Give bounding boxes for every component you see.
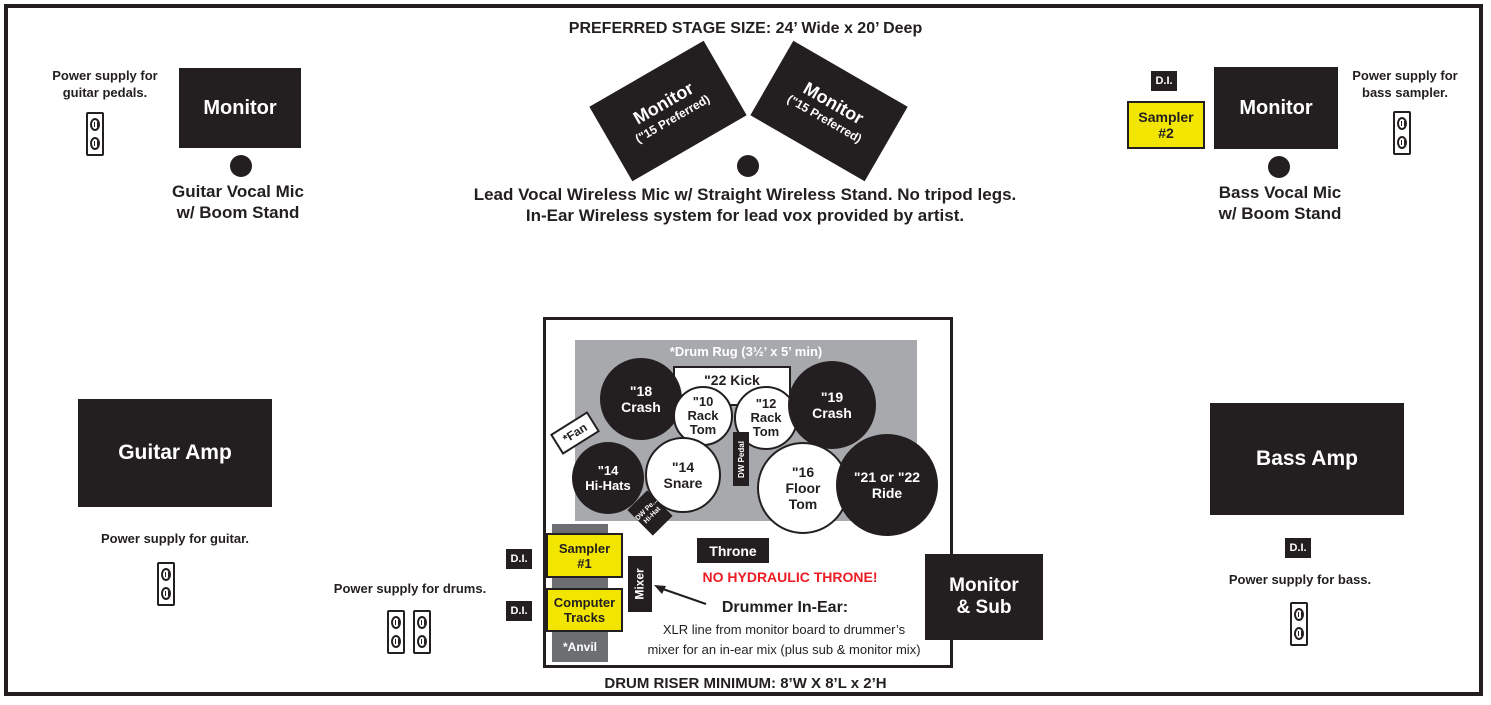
bass-amp-di: D.I. (1285, 538, 1311, 558)
bass-monitor: Monitor (1214, 67, 1338, 149)
drums-outlet-2-icon (413, 610, 431, 654)
dw-pedal-kick: DW Pedal (733, 432, 749, 486)
guitar-pedals-outlet-icon (86, 112, 104, 156)
bass-outlet-icon (1290, 602, 1308, 646)
mixer: Mixer (628, 556, 652, 612)
guitar-power-label: Power supply for guitar. (100, 531, 250, 546)
bass-sampler-di: D.I. (1151, 71, 1177, 91)
guitar-amp: Guitar Amp (78, 399, 272, 507)
stage-outline (4, 4, 1483, 696)
bass-sampler-outlet-icon (1393, 111, 1411, 155)
drummer-inear-title: Drummer In-Ear: (721, 599, 849, 616)
drum-rug-label: *Drum Rug (3½’ x 5’ min) (669, 344, 823, 359)
stage-size-title: PREFERRED STAGE SIZE: 24’ Wide x 20’ Dee… (568, 20, 923, 37)
drums-power-label: Power supply for drums. (333, 581, 487, 596)
monitor-and-sub: Monitor& Sub (925, 554, 1043, 640)
inear-arrow-icon (654, 585, 707, 605)
sampler-1: Sampler#1 (546, 533, 623, 578)
drum-riser (543, 317, 953, 668)
drummer-inear-note: XLR line from monitor board to drummer’s… (647, 622, 921, 657)
kick-drum-label: "22 Kick (704, 372, 760, 388)
guitar-monitor: Monitor (179, 68, 301, 148)
bass-vocal-mic-icon (1268, 156, 1290, 178)
lead-vocal-note: Lead Vocal Wireless Mic w/ Straight Wire… (473, 185, 1017, 225)
sampler-1-di: D.I. (506, 549, 532, 569)
throne: Throne (697, 538, 769, 563)
bass-sampler-2: Sampler#2 (1127, 101, 1205, 149)
bass-power-label: Power supply for bass. (1228, 572, 1372, 587)
bass-amp: Bass Amp (1210, 403, 1404, 515)
lead-vocal-mic-icon (737, 155, 759, 177)
computer-tracks-di: D.I. (506, 601, 532, 621)
guitar-outlet-icon (157, 562, 175, 606)
guitar-vocal-mic-icon (230, 155, 252, 177)
drums-outlet-1-icon (387, 610, 405, 654)
anvil-label: *Anvil (562, 640, 597, 654)
no-hydraulic-warning: NO HYDRAULIC THRONE! (702, 569, 878, 585)
drum-riser-minimum: DRUM RISER MINIMUM: 8’W X 8’L x 2’H (604, 675, 887, 692)
